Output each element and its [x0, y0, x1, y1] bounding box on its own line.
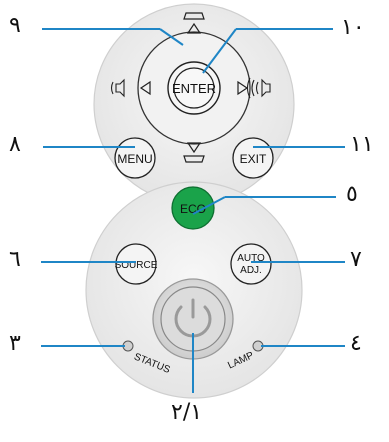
- eco-button[interactable]: [171, 186, 215, 230]
- up-arrow-icon[interactable]: [186, 22, 202, 34]
- callout-6: ٦: [9, 247, 21, 272]
- volume-up-icon: [246, 77, 271, 99]
- callout-9: ٩: [9, 13, 21, 38]
- right-arrow-icon[interactable]: [237, 80, 249, 96]
- exit-label: EXIT: [240, 152, 267, 166]
- source-label: SOURCE: [115, 260, 158, 271]
- callout-3: ٣: [9, 331, 21, 356]
- auto-adj-label-line1: AUTO: [237, 253, 265, 264]
- callout-5: ٥: [346, 182, 358, 207]
- leader-line-9-diag: [159, 28, 184, 46]
- callout-10: ١٠: [341, 15, 365, 40]
- keystone-up-icon: [183, 12, 205, 20]
- callout-4: ٤: [350, 331, 362, 356]
- auto-adj-label-line2: ADJ.: [240, 265, 262, 276]
- auto-adj-button[interactable]: [230, 243, 272, 285]
- down-arrow-icon[interactable]: [186, 142, 202, 154]
- callout-7: ٧: [350, 247, 362, 272]
- eco-label: ECO: [180, 202, 206, 216]
- leader-line-5-diag: [192, 196, 226, 215]
- callout-1-2: ٢/١: [171, 400, 203, 425]
- volume-down-icon: [110, 78, 125, 98]
- enter-label: ENTER: [172, 81, 216, 96]
- callout-11: ١١: [350, 132, 374, 157]
- callout-8: ٨: [9, 132, 21, 157]
- enter-button[interactable]: [173, 67, 215, 109]
- left-arrow-icon[interactable]: [139, 80, 151, 96]
- menu-label: MENU: [117, 152, 152, 166]
- leader-line-10-diag: [202, 28, 237, 74]
- keystone-down-icon: [183, 155, 205, 163]
- source-button[interactable]: [115, 243, 157, 285]
- leader-lines: [41, 28, 345, 393]
